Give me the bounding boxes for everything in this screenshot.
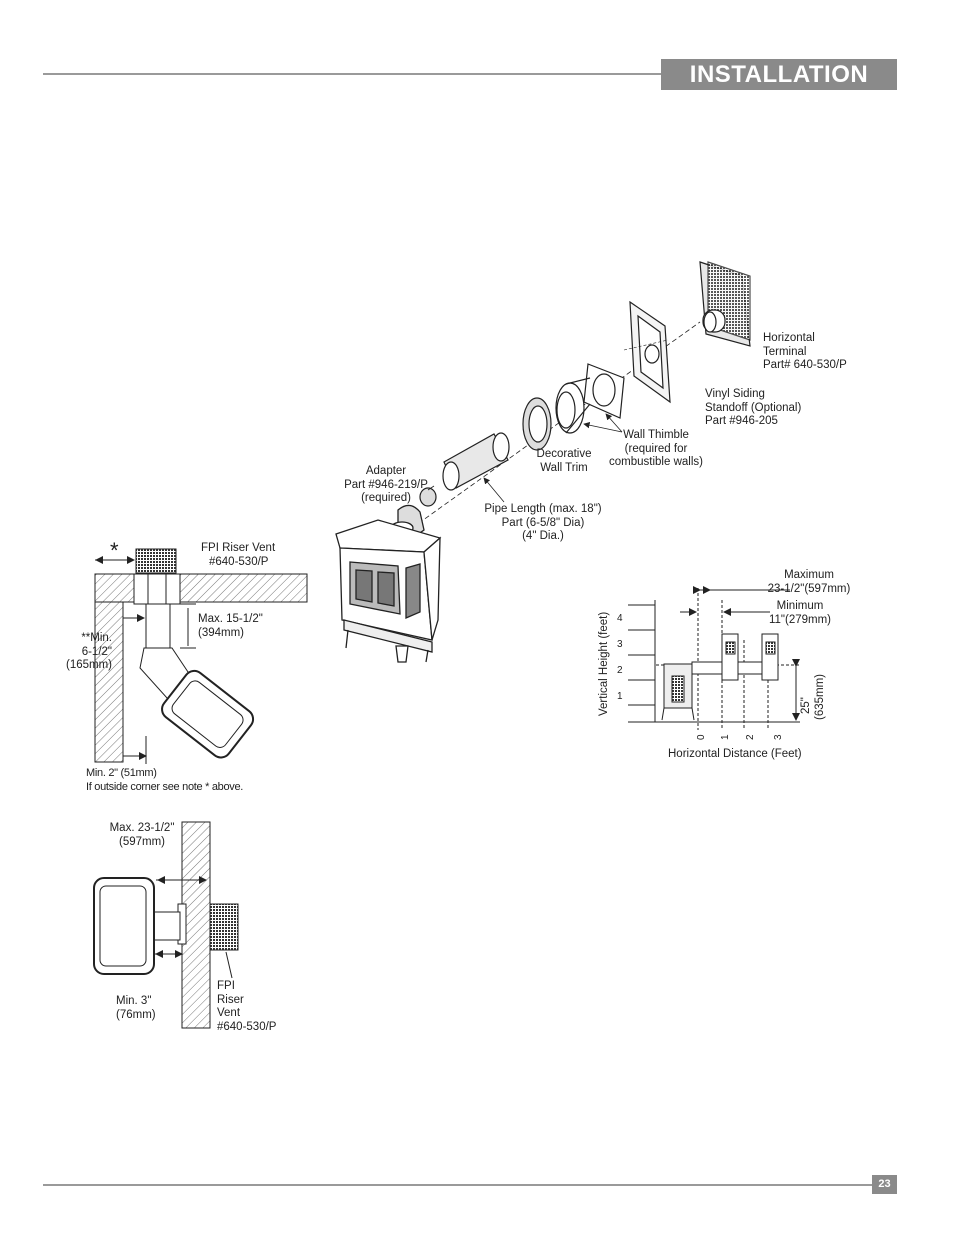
exploded-vent-view [335,261,751,663]
label-corner-min-bottom: Min. 2" (51mm)If outside corner see note… [86,767,244,793]
stove-illustration [335,504,442,663]
y-tick: 3 [617,639,623,650]
label-graph-height: 25" [800,697,812,714]
header-rule [43,73,661,75]
x-tick: 0 [696,734,707,740]
x-axis-label: Horizontal Distance (Feet) [668,748,802,760]
wall-install-diagram [93,821,239,1029]
label-graph-height-mm: (635mm) [814,673,826,720]
adapter [419,487,437,507]
asterisk-note: * [110,538,119,563]
decorative-trim [522,397,552,451]
x-tick: 2 [745,734,756,740]
label-wall-min: Min. 3"(76mm) [116,995,156,1021]
riser-vent-cap [135,548,177,574]
y-tick: 2 [617,665,623,676]
y-axis-label: Vertical Height (feet) [598,611,610,716]
footer-rule [43,1184,872,1186]
label-corner-riser-vent: FPI Riser Vent#640-530/P [201,542,276,568]
vinyl-siding-standoff [629,300,671,404]
label-corner-max: Max. 15-1/2"(394mm) [198,613,263,639]
clearance-graph [628,586,800,730]
y-tick: 1 [617,691,623,702]
page-number: 23 [872,1175,897,1194]
label-pipe-length: Pipe Length (max. 18")Part (6-5/8" Dia)(… [484,503,602,542]
wall-thimble [555,363,625,434]
label-wall-max: Max. 23-1/2"(597mm) [109,822,175,848]
x-tick: 1 [720,734,731,740]
label-corner-min-side: **Min.6-1/2"(165mm) [65,632,112,671]
horizontal-terminal [699,261,751,347]
section-title: INSTALLATION [661,59,897,90]
stove-top-view [161,669,255,759]
x-tick: 3 [773,734,784,740]
wall-riser-vent-cap [209,903,239,951]
corner-install-diagram [94,548,308,764]
y-tick: 4 [617,613,623,624]
pipe-length [442,432,510,491]
